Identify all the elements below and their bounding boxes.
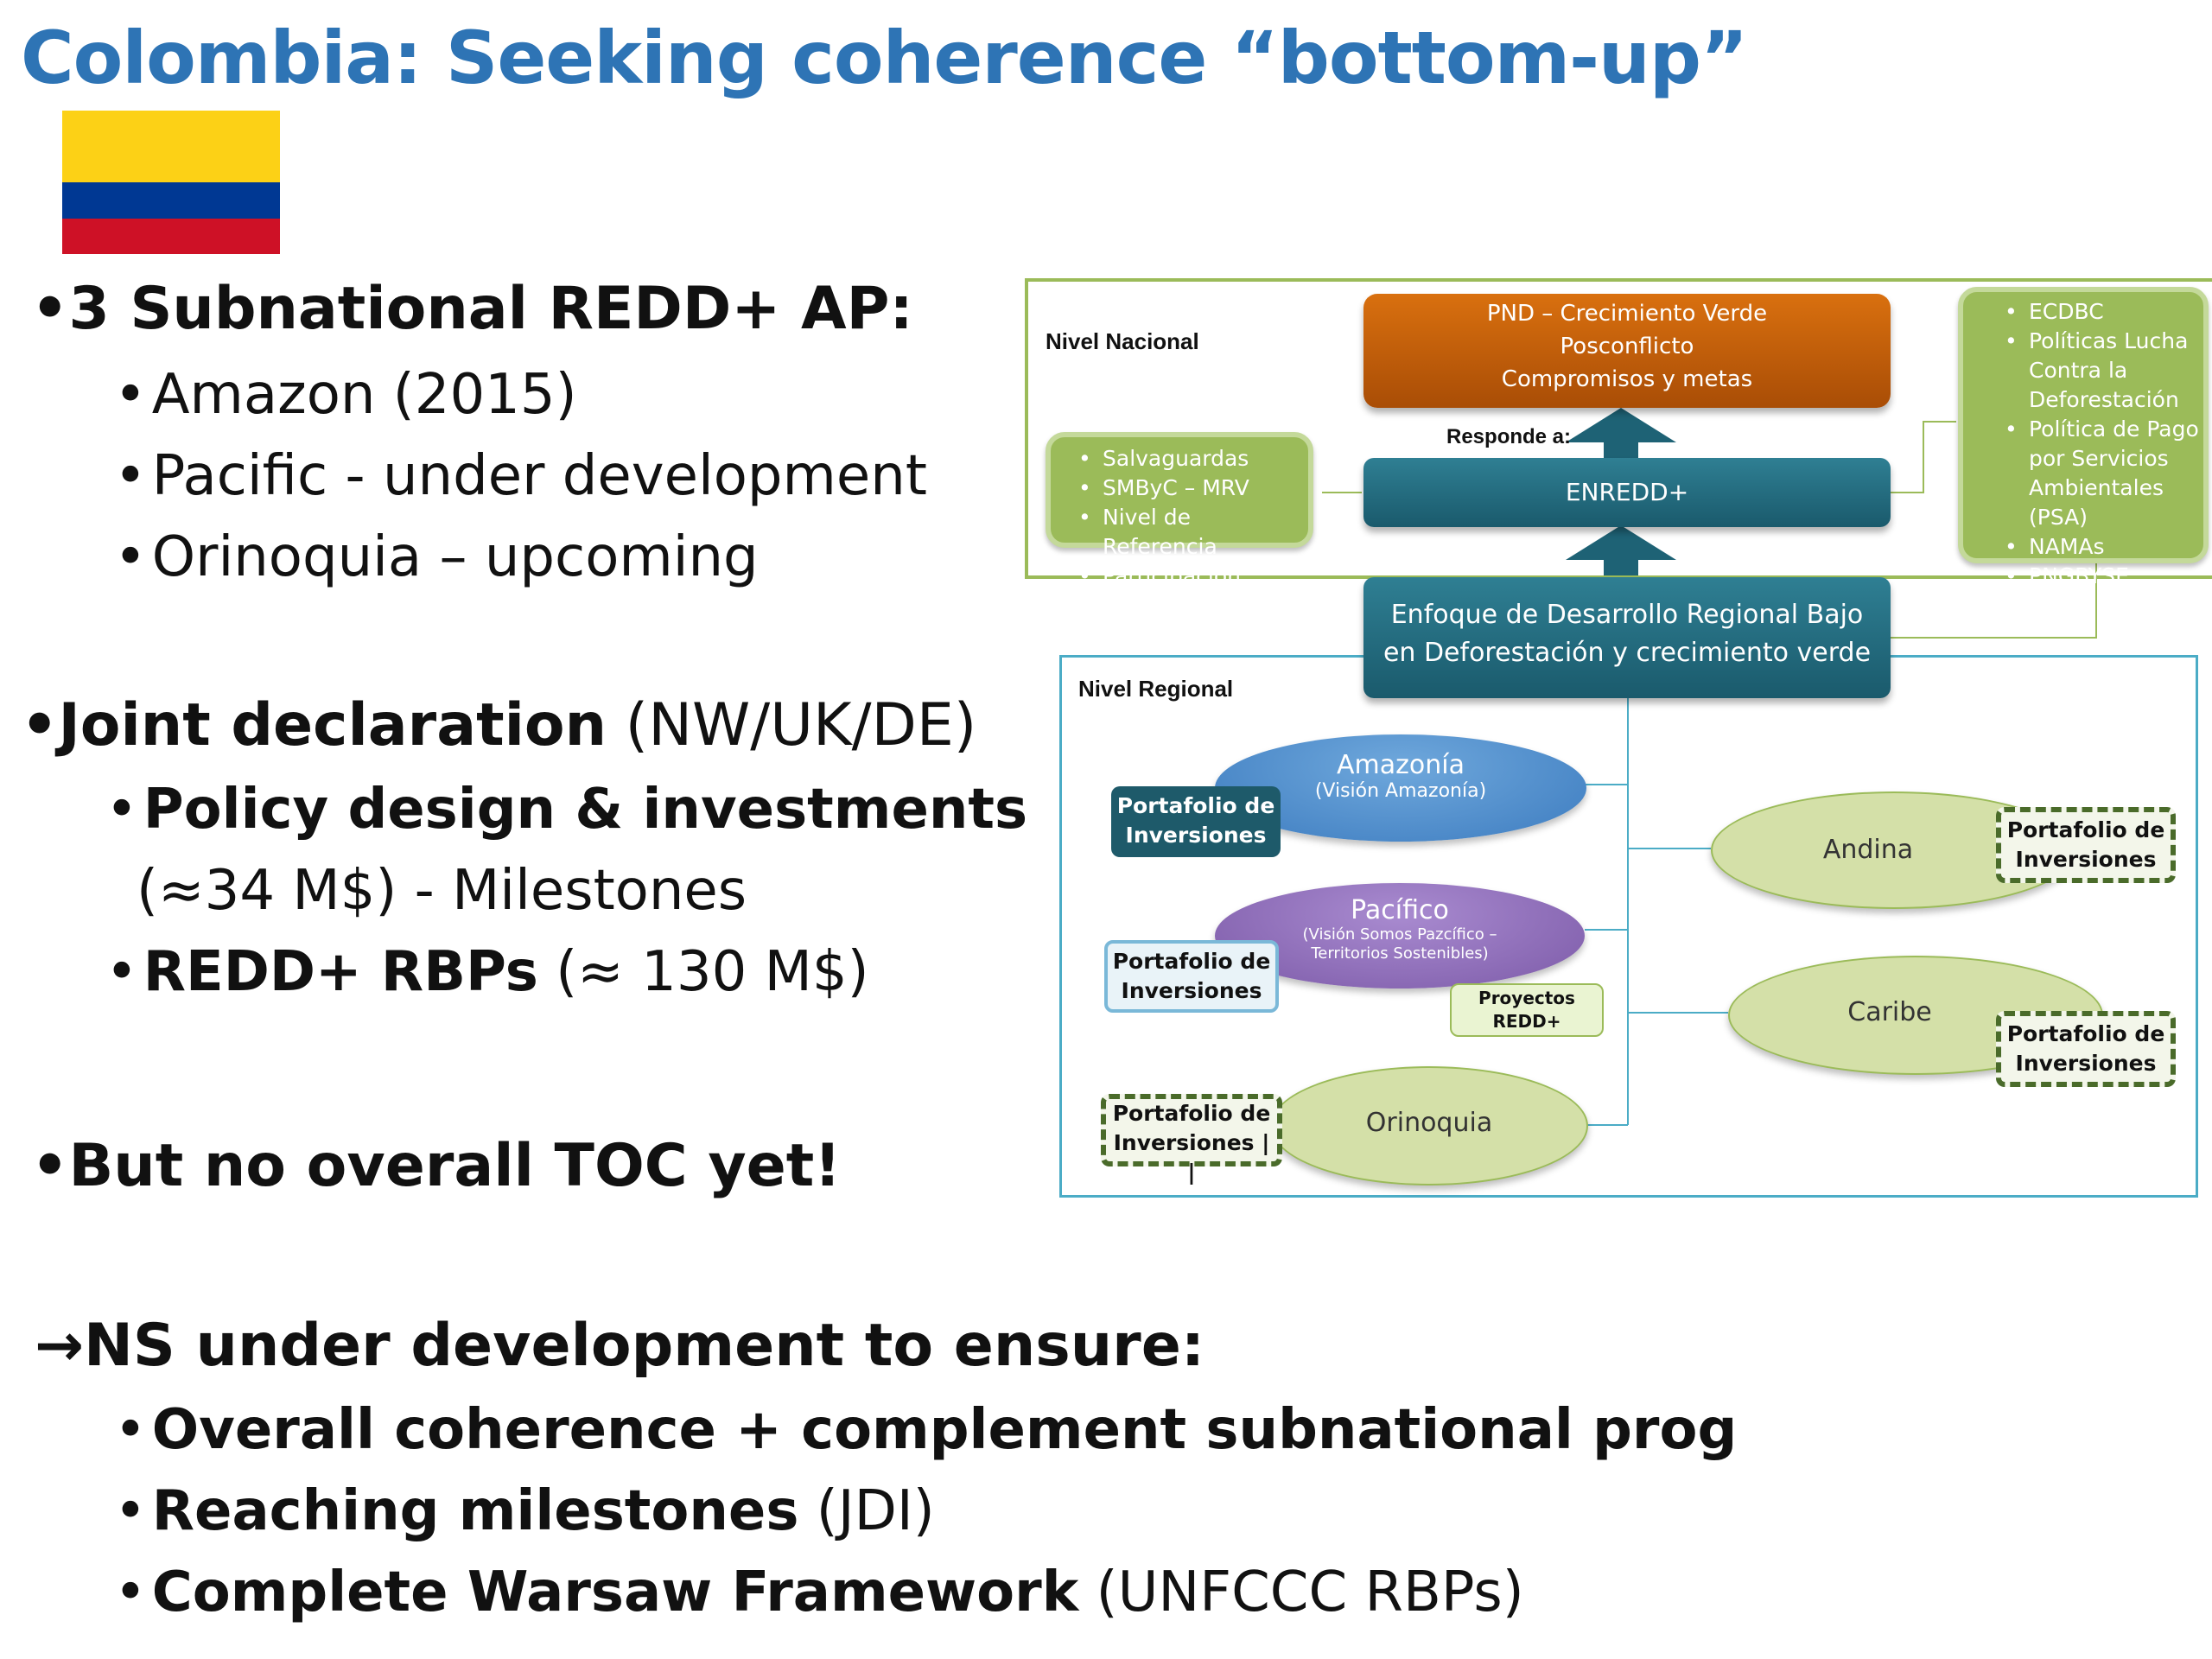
redd-diagram: Nivel Nacional Nivel Regional PND – Crec… — [1020, 270, 2212, 1203]
nivel-nacional-label: Nivel Nacional — [1046, 328, 1199, 354]
portafolio-pacifico: Portafolio de Inversiones — [1104, 940, 1279, 1013]
bullet-ns-development: →NS under development to ensure: — [35, 1312, 1205, 1380]
safeguards-box: SalvaguardasSMByC – MRVNivel de Referenc… — [1046, 432, 1313, 591]
nivel-regional-label: Nivel Regional — [1078, 676, 1234, 702]
colombia-flag — [62, 111, 280, 254]
portafolio-amazonia: Portafolio de Inversiones — [1111, 786, 1281, 857]
bullet-overall-coherence: •Overall coherence + complement subnatio… — [114, 1398, 1738, 1462]
responde-label: Responde a: — [1446, 425, 1572, 448]
portafolio-orinoquia: Portafolio de Inversiones | | — [1101, 1094, 1282, 1185]
bullet-policy-design: •Policy design & investments — [105, 778, 1028, 842]
bullet-no-toc: •But no overall TOC yet! — [31, 1132, 842, 1200]
orinoquia-ellipse: Orinoquia — [1270, 1066, 1588, 1185]
bullet-joint-declaration: •Joint declaration (NW/UK/DE) — [21, 691, 977, 760]
portafolio-andina: Portafolio de Inversiones — [1996, 807, 2176, 883]
bullet-redd-rbps: •REDD+ RBPs (≈ 130 M$) — [105, 940, 869, 1004]
portafolio-caribe: Portafolio de Inversiones — [1996, 1011, 2176, 1087]
bullet-orinoquia: •Orinoquia – upcoming — [114, 525, 759, 589]
bullet-pacific: •Pacific - under development — [114, 444, 927, 508]
bullet-policy-design-cont: (≈34 M$) - Milestones — [137, 859, 747, 923]
bullet-amazon: •Amazon (2015) — [114, 363, 577, 427]
enredd-box: ENREDD+ — [1363, 458, 1891, 527]
bullet-milestones: •Reaching milestones (JDI) — [114, 1479, 935, 1543]
bullet-subnational: •3 Subnational REDD+ AP: — [31, 275, 913, 343]
slide-title: Colombia: Seeking coherence “bottom-up” — [21, 16, 1748, 100]
policies-box: ECDBC Políticas Lucha Contra la Deforest… — [1958, 287, 2209, 591]
proyectos-redd: Proyectos REDD+ — [1450, 983, 1604, 1037]
bullet-warsaw: •Complete Warsaw Framework (UNFCCC RBPs) — [114, 1560, 1524, 1624]
